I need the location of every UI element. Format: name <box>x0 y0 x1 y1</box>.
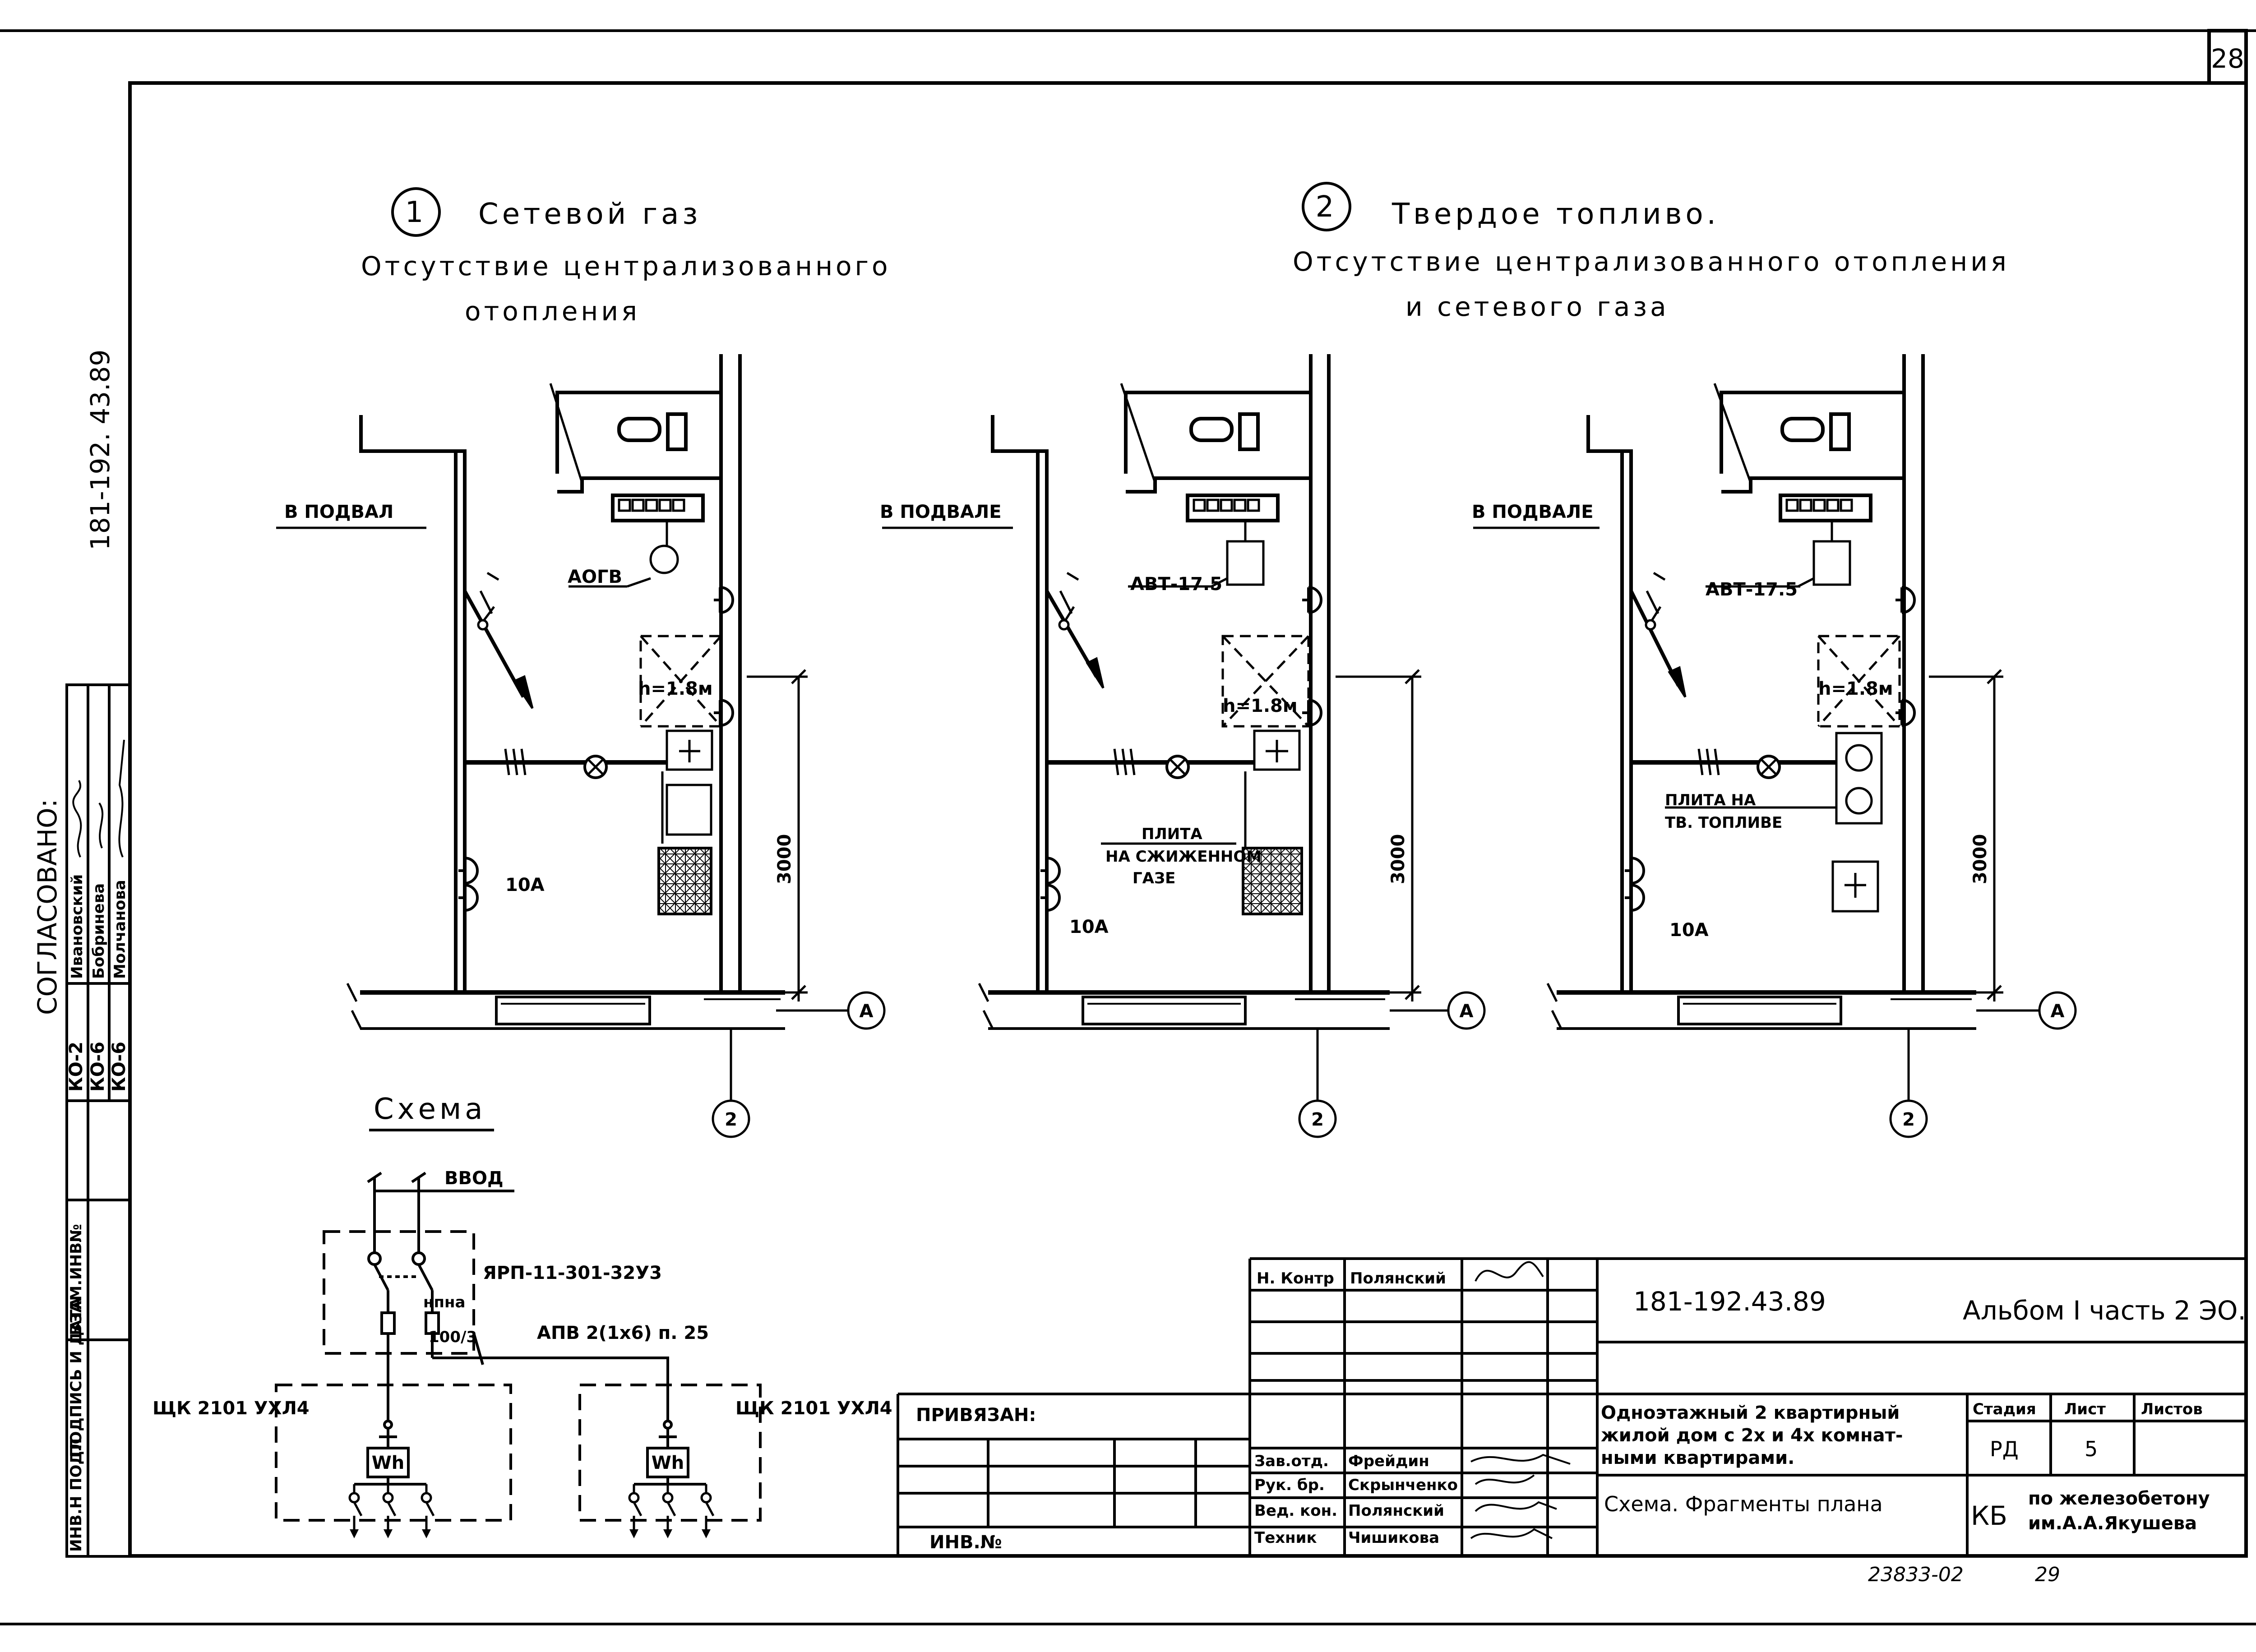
stamp-org-line1: по железобетону <box>2028 1488 2210 1509</box>
plan-1-axis-a: А <box>860 1001 874 1022</box>
variant-1-heading: 1 Сетевой газ Отсутствие централизованно… <box>361 187 891 327</box>
stamp-album: Альбом I часть 2 ЭО. <box>1963 1295 2246 1326</box>
plan-3-stove-line1: ПЛИТА НА <box>1665 791 1756 809</box>
scheme-panel-left: ЩК 2101 УХЛ4 <box>153 1398 310 1419</box>
agreed-name-2: Бобринева <box>90 883 108 979</box>
stamp-name-5: Чишикова <box>1348 1529 1439 1547</box>
stamp-role-4: Вед. кон. <box>1254 1502 1337 1520</box>
signature-1 <box>72 780 82 858</box>
plan-2-basement-label: В ПОДВАЛЕ <box>880 502 1002 522</box>
variant-2-sub2: и сетевого газа <box>1405 291 1669 322</box>
plan-3-dimension: 3000 <box>1970 834 1991 884</box>
plan-1-breaker-label: 10А <box>505 875 545 895</box>
variant-2-title: Твердое топливо. <box>1392 198 1720 231</box>
stamp-col-stage: Стадия <box>1973 1400 2036 1418</box>
stamp-col-sheet: Лист <box>2064 1400 2106 1418</box>
plan-2-stove-line1: ПЛИТА <box>1142 825 1202 843</box>
scheme-title: Схема <box>374 1093 486 1126</box>
side-stamp-replace: ВЗАМ.ИНВ№ <box>67 1224 85 1335</box>
stamp-role-2: Зав.отд. <box>1254 1452 1329 1470</box>
plan-1-axis-2: 2 <box>725 1109 737 1130</box>
plan-1-height-label: h=1.8м <box>638 678 713 699</box>
plan-3-height-label: h=1.8м <box>1818 678 1893 699</box>
plan-2-dimension: 3000 <box>1388 834 1409 884</box>
stamp-signatures <box>1470 1261 1571 1539</box>
plan-2-height-label: h=1.8м <box>1223 696 1298 716</box>
variant-1-title: Сетевой газ <box>478 198 701 231</box>
variant-2-heading: 2 Твердое топливо. Отсутствие централизо… <box>1293 182 2010 322</box>
variant-1-sub2: отопления <box>465 296 640 327</box>
stamp-col-sheets: Листов <box>2141 1400 2203 1418</box>
plan-2-stove-line2: НА СЖИЖЕННОМ <box>1105 848 1262 866</box>
scheme-yarp: ЯРП-11-301-32У3 <box>483 1263 662 1283</box>
stamp-project-line3: ными квартирами. <box>1601 1448 1794 1468</box>
scheme-input: ВВОД <box>444 1168 504 1189</box>
scheme-panel-right: ЩК 2101 УХЛ4 <box>735 1398 892 1419</box>
agreed-dept-1: КО-2 <box>66 1042 87 1092</box>
stamp-inv: ИНВ.№ <box>929 1532 1002 1553</box>
scheme-meter-right: Wh <box>652 1453 684 1473</box>
signature-3 <box>118 739 125 858</box>
stamp-project-line2: жилой дом с 2х и 4х комнат- <box>1601 1425 1903 1446</box>
variant-2-number: 2 <box>1316 190 1338 224</box>
plan-2-device-label: АВТ-17.5 <box>1130 574 1222 595</box>
stamp-code: 181-192.43.89 <box>1633 1286 1826 1317</box>
footer-page: 29 <box>2035 1563 2060 1586</box>
plan-1-dimension: 3000 <box>774 834 795 884</box>
plan-3-device-label: АВТ-17.5 <box>1706 579 1798 600</box>
plan-2-axis-2: 2 <box>1311 1109 1324 1130</box>
stamp-sheet-title: Схема. Фрагменты плана <box>1604 1492 1883 1516</box>
plan-3-basement-label: В ПОДВАЛЕ <box>1472 502 1594 522</box>
plan-3-breaker-label: 10А <box>1669 920 1709 941</box>
plan-2-breaker-label: 10А <box>1069 917 1109 937</box>
agreed-title: СОГЛАСОВАНО: <box>32 799 63 1015</box>
plan-2-stove-line3: ГАЗЕ <box>1133 869 1175 887</box>
stamp-role-1: Н. Контр <box>1257 1269 1334 1287</box>
variant-1-number: 1 <box>405 196 427 229</box>
plan-2-axis-a: А <box>1460 1001 1474 1022</box>
agreed-name-1: Ивановский <box>68 874 86 979</box>
plan-3-axis-a: А <box>2051 1001 2065 1022</box>
scheme-fuse: нпна <box>423 1293 465 1311</box>
scheme-meter-left: Wh <box>372 1453 405 1473</box>
plan-3-axis-2: 2 <box>1902 1109 1915 1130</box>
plan-3: В ПОДВАЛЕ АВТ-17.5 h=1.8м ПЛИТА НА ТВ. Т… <box>1472 354 2077 1138</box>
variant-1-sub1: Отсутствие централизованного <box>361 251 891 281</box>
agreed-dept-2: КО-6 <box>88 1042 108 1092</box>
scheme-cable: АПВ 2(1х6) п. 25 <box>537 1323 709 1343</box>
stamp-org-line2: им.А.А.Якушева <box>2028 1513 2197 1534</box>
signature-2 <box>98 802 104 849</box>
stamp-stage-value: РД <box>1990 1437 2019 1461</box>
agreed-name-3: Молчанова <box>111 880 129 979</box>
wiring-scheme: Схема <box>153 1093 892 1538</box>
stamp-name-2: Фрейдин <box>1348 1452 1429 1470</box>
plan-1-basement-label: В ПОДВАЛ <box>284 502 393 522</box>
plan-1-device-label: АОГВ <box>568 567 622 587</box>
footer-number: 23833-02 <box>1868 1563 1964 1586</box>
plan-1: В ПОДВАЛ АОГВ h=1.8м 10А 3000 А 2 <box>276 354 886 1138</box>
stamp-sheet-value: 5 <box>2085 1437 2098 1461</box>
stamp-org-logo: КБ <box>1971 1500 2007 1531</box>
stamp-project-line1: Одноэтажный 2 квартирный <box>1601 1403 1900 1423</box>
title-block <box>897 1257 2246 1556</box>
agreed-block: СОГЛАСОВАНО: КО-2 КО-6 КО-6 Ивановский Б… <box>32 683 131 1558</box>
scheme-fuse-rating: 100/3 <box>429 1328 477 1346</box>
side-stamp-inv: ИНВ.Н ПОДЛ <box>67 1438 85 1552</box>
side-stamp-sign: ПОДПИСЬ И ДАТА <box>67 1297 85 1457</box>
plan-3-stove-line2: ТВ. ТОПЛИВЕ <box>1665 814 1782 832</box>
variant-2-sub1: Отсутствие централизованного отопления <box>1293 246 2010 277</box>
plan-2: В ПОДВАЛЕ АВТ-17.5 h=1.8м ПЛИТА НА СЖИЖЕ… <box>880 354 1486 1138</box>
stamp-role-5: Техник <box>1254 1529 1317 1547</box>
sheet-number: 28 <box>2211 43 2244 74</box>
stamp-role-3: Рук. бр. <box>1254 1476 1325 1494</box>
agreed-dept-3: КО-6 <box>109 1042 129 1092</box>
stamp-name-3: Скрынченко <box>1348 1476 1458 1494</box>
stamp-name-4: Полянский <box>1348 1502 1444 1520</box>
side-code: 181-192. 43.89 <box>85 350 116 550</box>
stamp-privyazan: ПРИВЯЗАН: <box>916 1405 1036 1426</box>
stamp-name-1: Полянский <box>1350 1269 1446 1287</box>
